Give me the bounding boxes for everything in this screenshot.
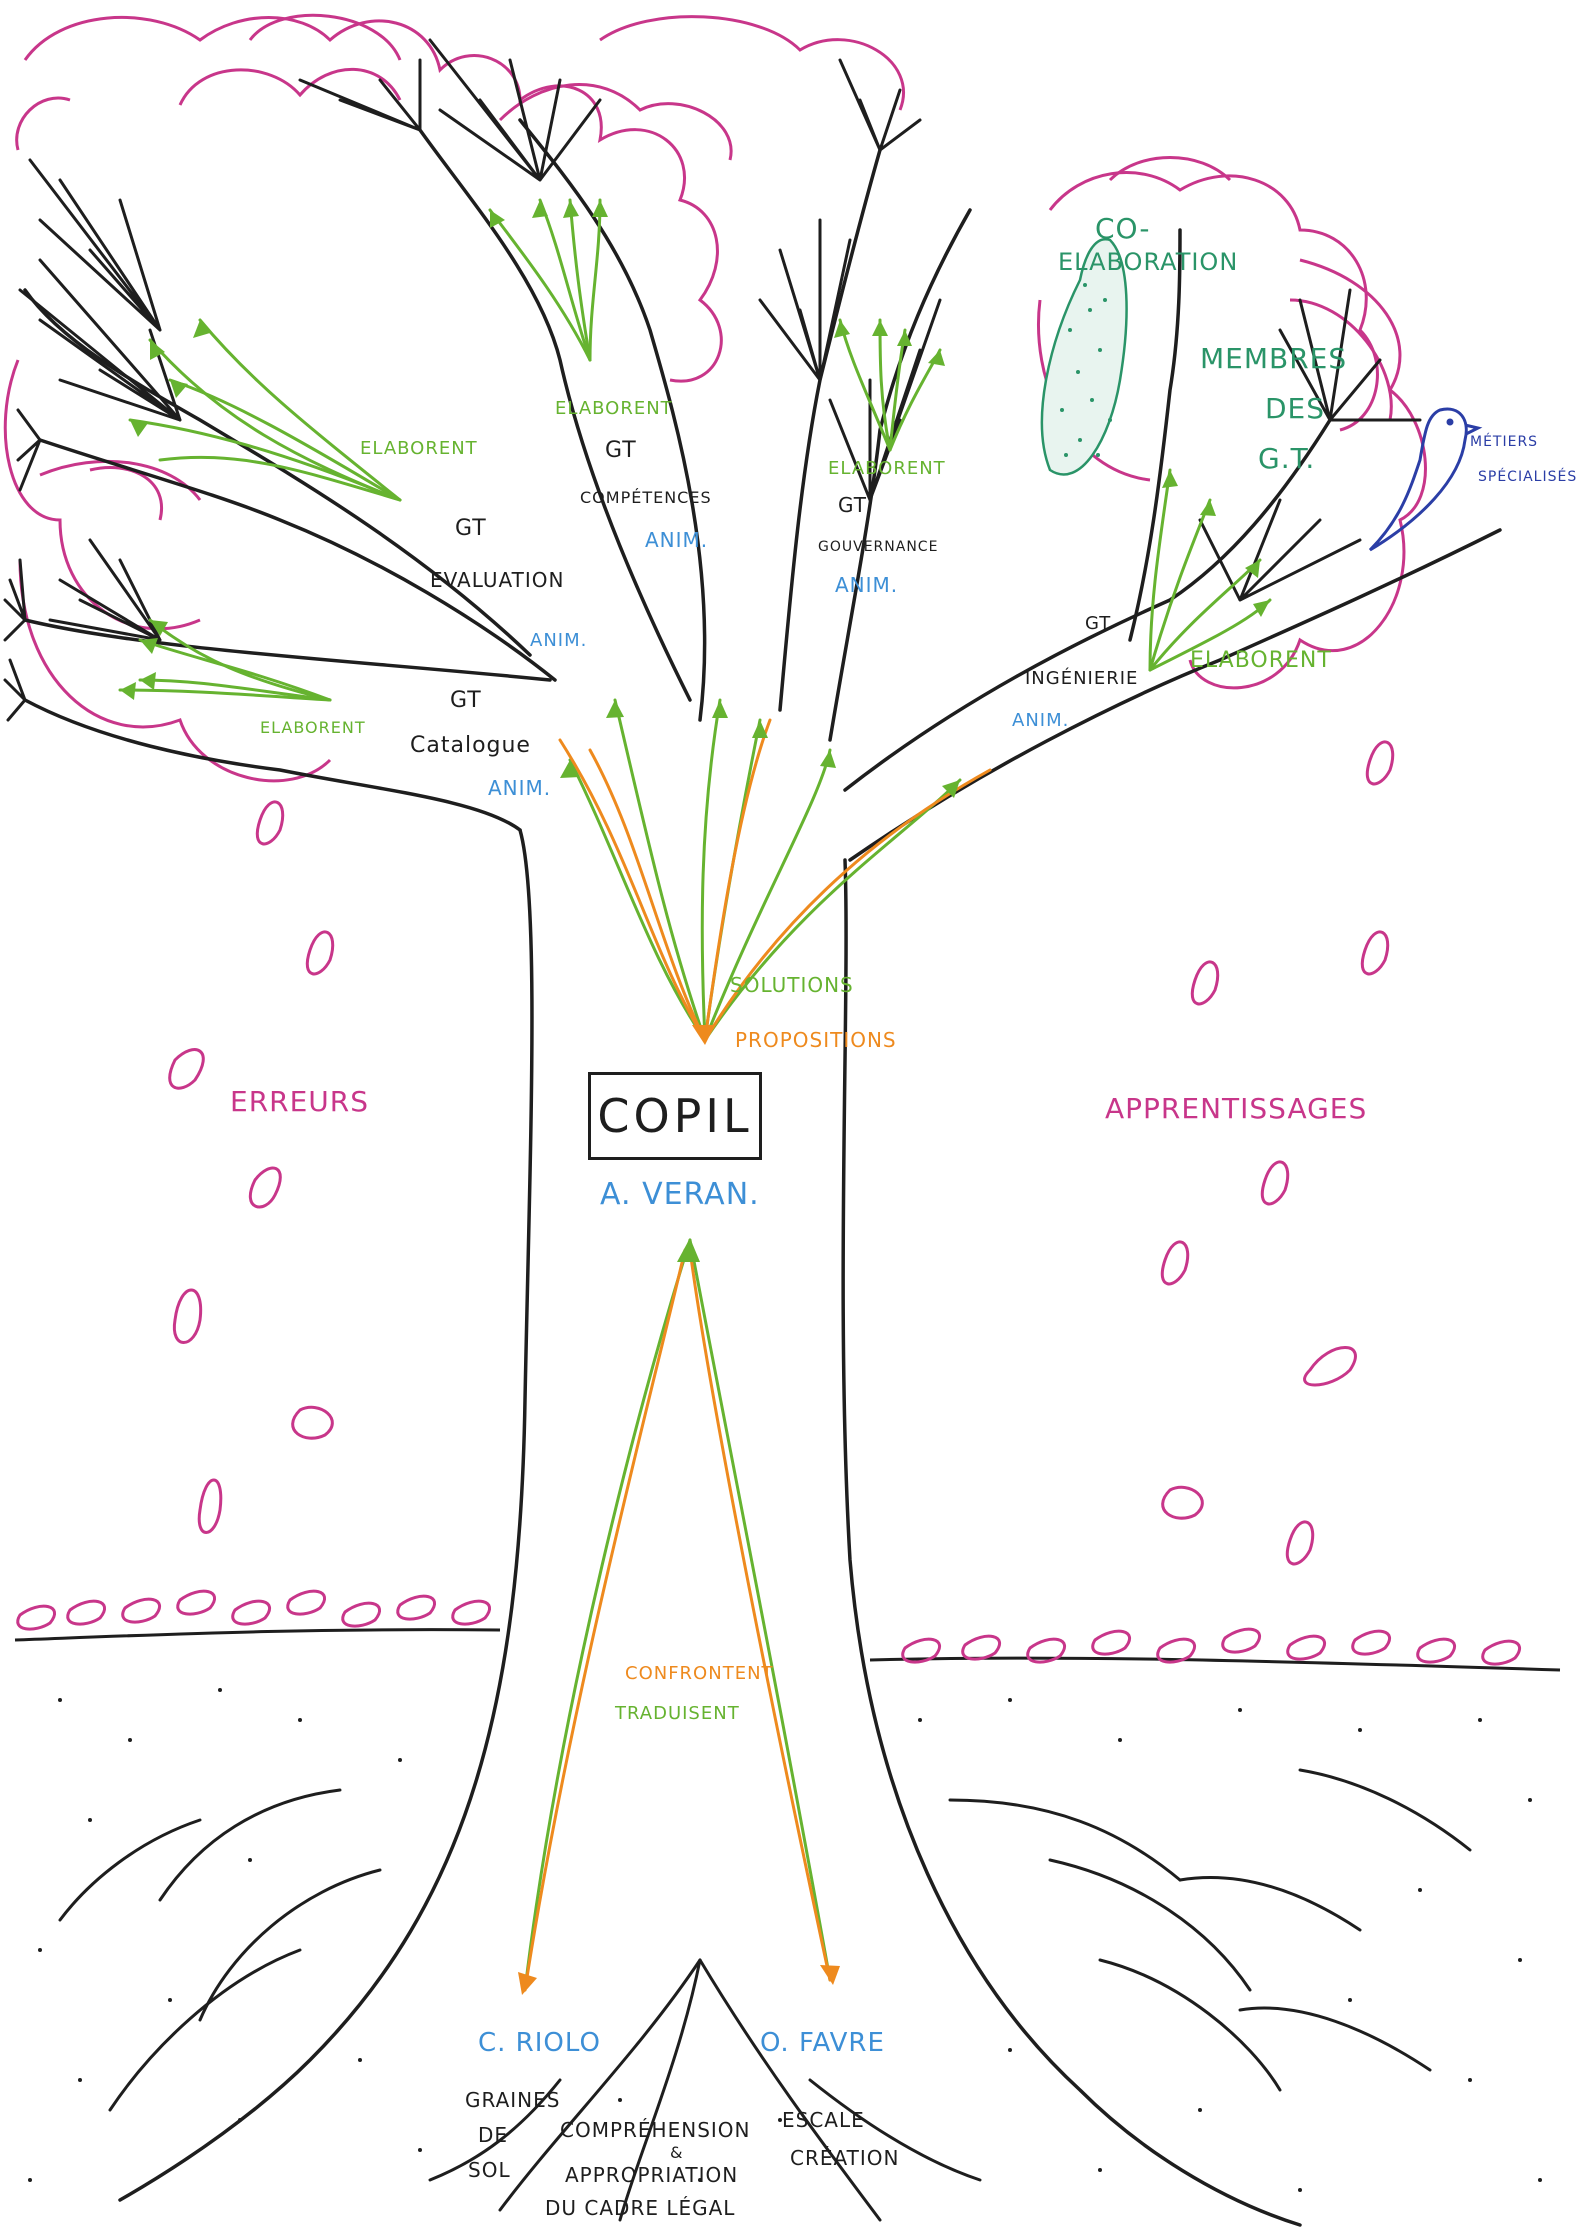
ingenierie-anim: ANIM. <box>1012 710 1070 731</box>
solutions-arrows <box>558 698 992 1042</box>
base-label-4: DU CADRE LÉGAL <box>545 2196 736 2220</box>
members-label-3: G.T. <box>1258 442 1316 475</box>
confrontent-arrows <box>523 1238 832 1992</box>
elaborent-arrows <box>118 198 1272 702</box>
bird-label-2: SPÉCIALISÉS <box>1478 469 1578 485</box>
learnings-label: APPRENTISSAGES <box>1105 1092 1368 1125</box>
catalogue-name: Catalogue <box>410 733 531 758</box>
traduisent-label: TRADUISENT <box>615 1703 740 1724</box>
copil-box: COPIL <box>588 1072 762 1160</box>
confrontent-arrowheads <box>518 1238 840 1995</box>
gouvernance-name: GOUVERNANCE <box>818 539 939 555</box>
ingenierie-name: INGÉNIERIE <box>1025 668 1139 689</box>
gouvernance-gt: GT <box>838 493 868 517</box>
evaluation-verb: ELABORENT <box>360 438 478 459</box>
gouvernance-verb: ELABORENT <box>828 458 946 479</box>
right-root-name: O. FAVRE <box>760 2028 885 2058</box>
solutions-label: SOLUTIONS <box>730 973 854 997</box>
base-label-2: & <box>670 2143 684 2162</box>
bird-icon <box>1368 407 1483 552</box>
members-label-1: MEMBRES <box>1200 342 1348 375</box>
roots <box>58 1768 1472 2222</box>
solutions-arrowheads <box>560 700 960 1045</box>
elaborent-arrowheads <box>120 200 1270 700</box>
left-root-name: C. RIOLO <box>478 2028 601 2058</box>
ingenierie-gt: GT <box>1085 613 1112 634</box>
co-elaboration-label-1: CO- <box>1095 212 1151 245</box>
base-label-1: COMPRÉHENSION <box>560 2118 751 2142</box>
soil-dots <box>28 1688 1542 2192</box>
gouvernance-anim: ANIM. <box>835 573 899 597</box>
evaluation-name: EVALUATION <box>430 568 565 592</box>
competences-verb: ELABORENT <box>555 398 673 419</box>
falling-leaves <box>168 740 1395 1566</box>
base-label-3: APPROPRIATION <box>565 2163 739 2187</box>
confrontent-label: CONFRONTENT <box>625 1663 774 1684</box>
bird-label-1: MÉTIERS <box>1470 434 1539 450</box>
competences-name: COMPÉTENCES <box>580 488 712 507</box>
right-root-org-1: ESCALE <box>782 2108 865 2132</box>
competences-gt: GT <box>605 438 637 463</box>
tree-twigs <box>3 38 1422 722</box>
errors-label: ERREURS <box>230 1085 370 1118</box>
evaluation-anim: ANIM. <box>530 630 588 651</box>
left-root-org-3: SOL <box>468 2158 511 2182</box>
members-label-2: DES <box>1265 392 1326 425</box>
co-elaboration-oval <box>1040 238 1128 476</box>
catalogue-gt: GT <box>450 688 482 713</box>
co-elaboration-label-2: ELABORATION <box>1058 248 1239 276</box>
tree-trunk <box>23 118 1502 2227</box>
left-root-org-1: GRAINES <box>465 2088 561 2112</box>
left-root-org-2: DE <box>478 2123 509 2147</box>
ingenierie-verb: ELABORENT <box>1190 648 1332 673</box>
right-root-org-2: CRÉATION <box>790 2146 900 2170</box>
catalogue-verb: ELABORENT <box>260 718 366 737</box>
copil-title: COPIL <box>597 1089 753 1143</box>
ground-line <box>14 1589 1561 1672</box>
evaluation-gt: GT <box>455 516 487 541</box>
catalogue-anim: ANIM. <box>488 776 552 800</box>
copil-lead: A. VERAN. <box>600 1177 760 1212</box>
competences-anim: ANIM. <box>645 528 709 552</box>
propositions-label: PROPOSITIONS <box>735 1028 897 1052</box>
